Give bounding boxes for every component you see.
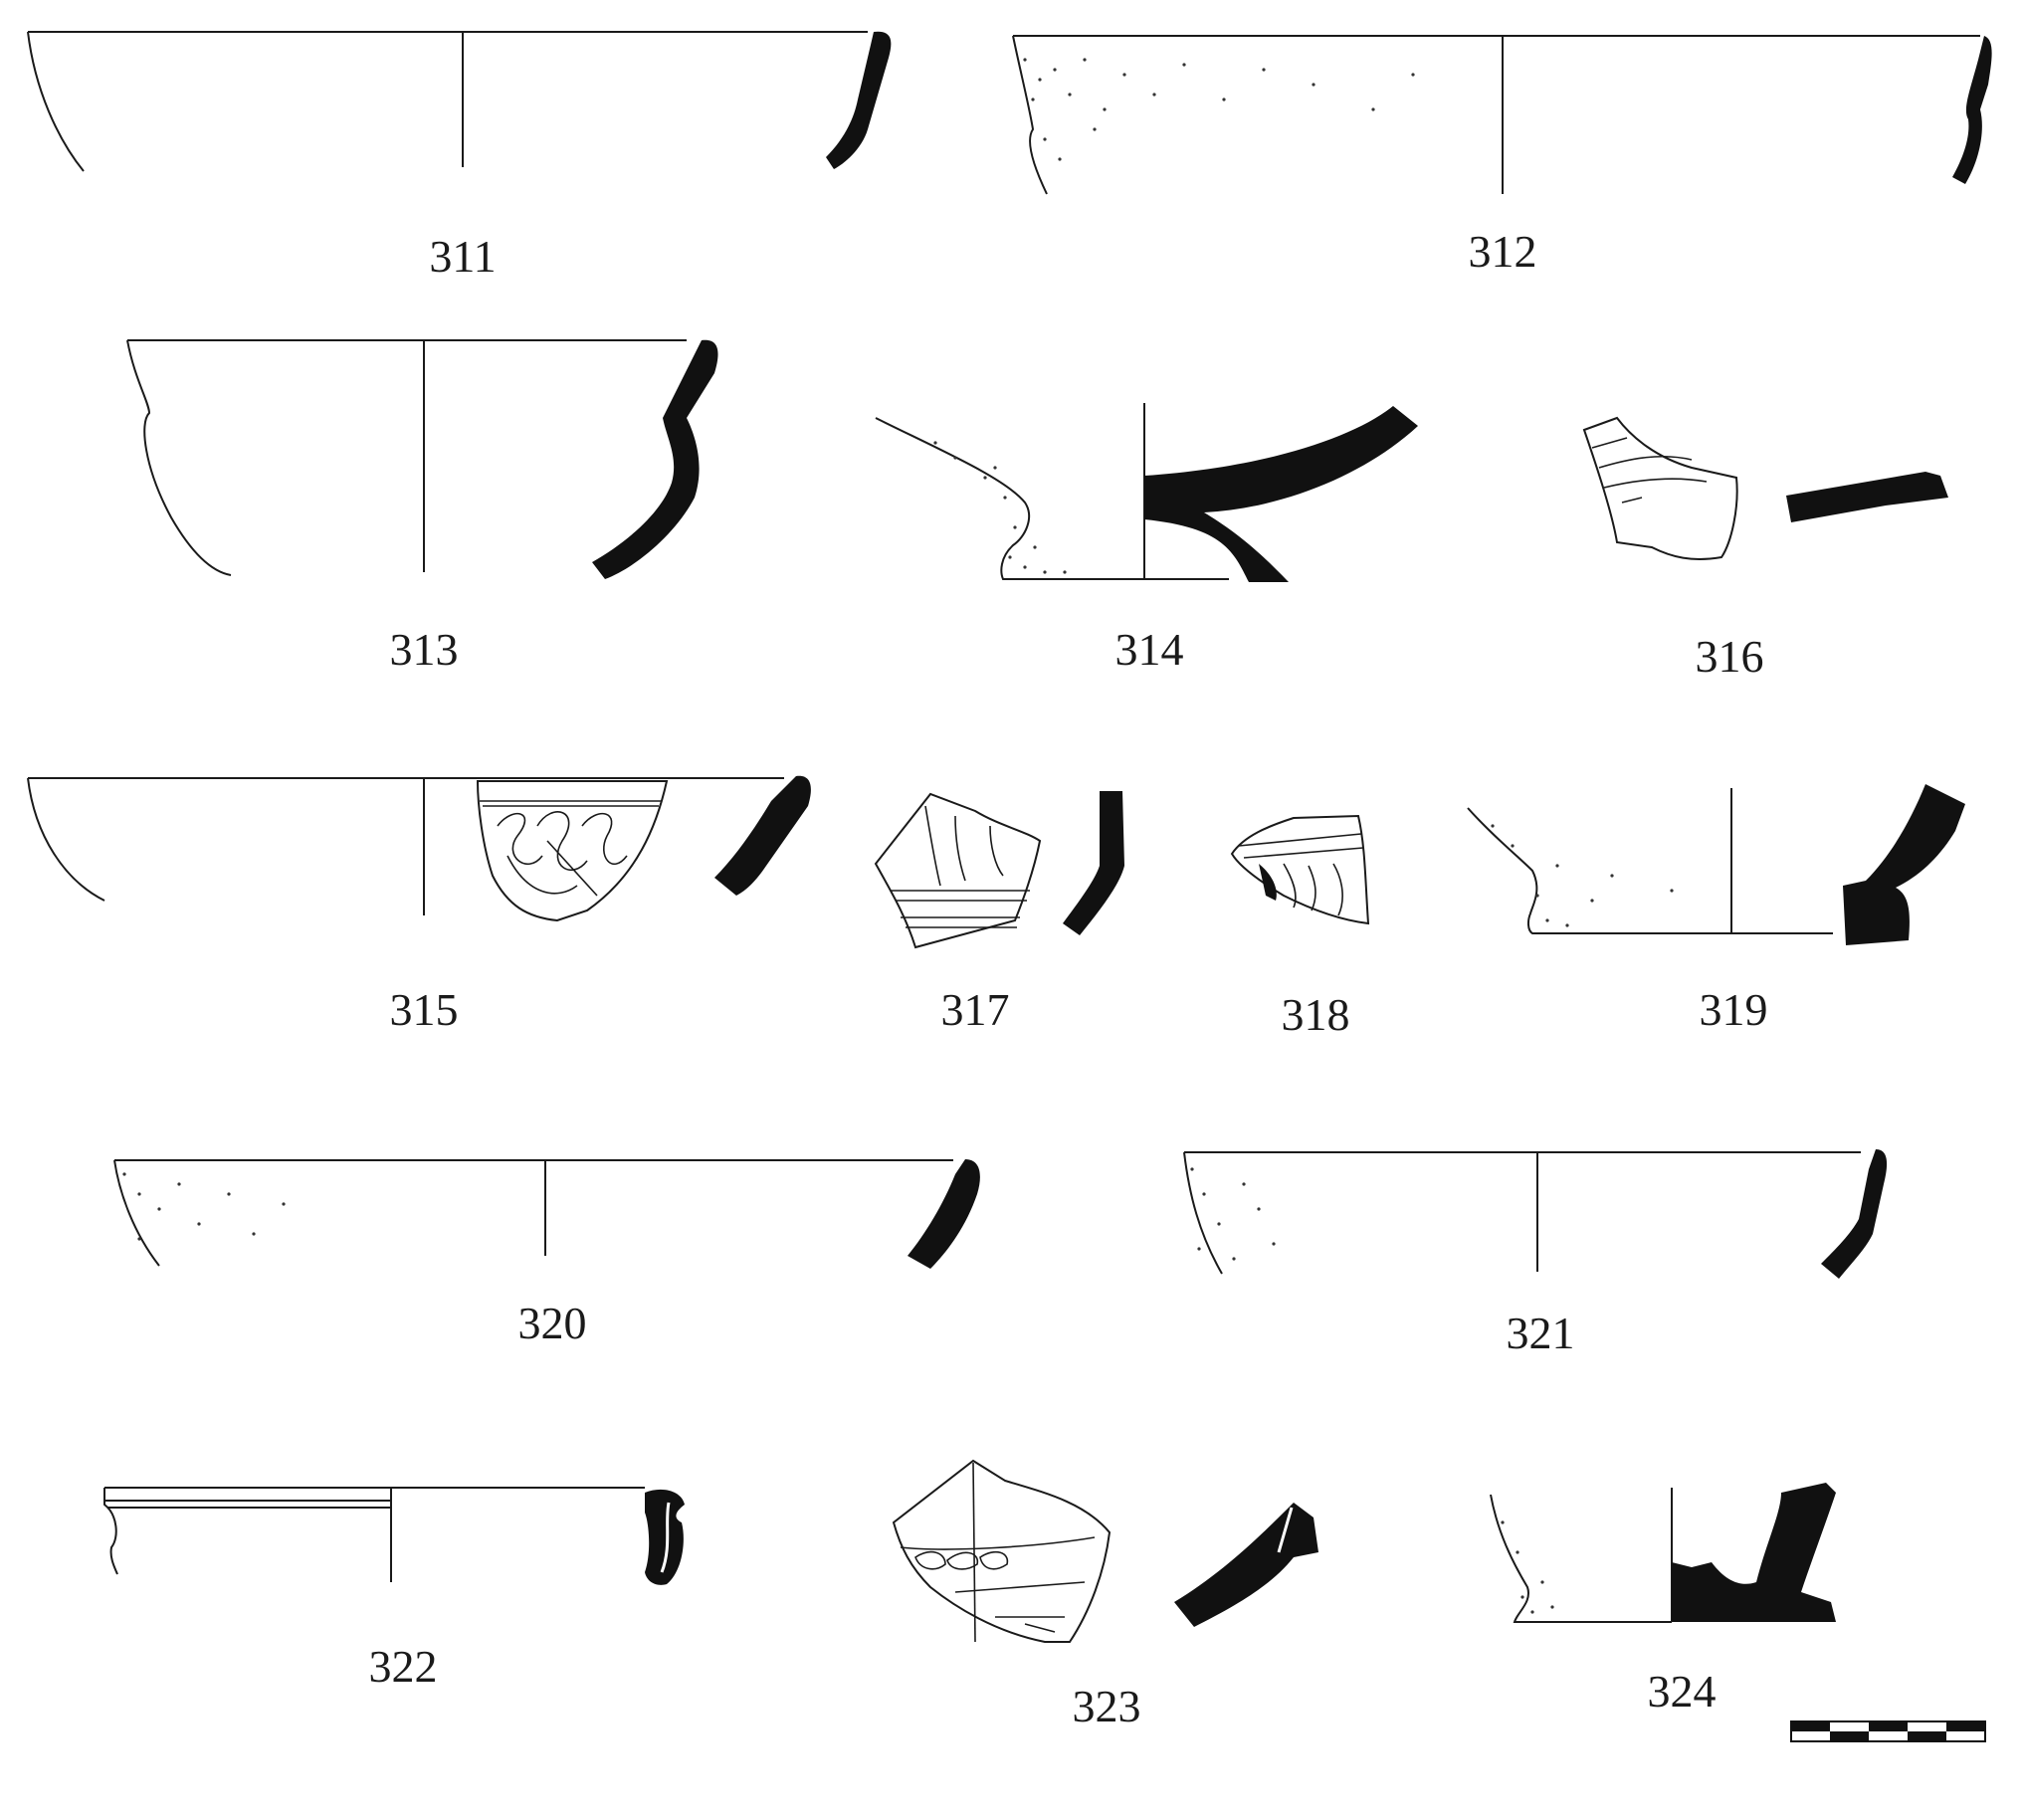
- label-314: 314: [1115, 624, 1184, 675]
- label-321: 321: [1507, 1308, 1575, 1358]
- sherd-315: 315: [27, 775, 811, 1035]
- label-311: 311: [429, 231, 496, 282]
- sherd-321: 321: [1183, 1149, 1888, 1358]
- fragment-318: [1230, 814, 1370, 925]
- section-319: [1843, 784, 1965, 945]
- fragment-317: [874, 792, 1042, 949]
- sherd-320: 320: [113, 1159, 980, 1348]
- stipple-314: [933, 441, 1067, 574]
- label-312: 312: [1469, 226, 1537, 277]
- sherd-316: 316: [1582, 416, 1948, 682]
- stipple-319: [1491, 824, 1674, 927]
- section-323: [1174, 1503, 1318, 1627]
- sherd-314: 314: [875, 403, 1418, 675]
- section-315: [714, 775, 811, 896]
- label-323: 323: [1073, 1681, 1141, 1731]
- section-317: [1063, 791, 1124, 935]
- label-319: 319: [1700, 984, 1768, 1035]
- label-317: 317: [941, 984, 1010, 1035]
- label-324: 324: [1648, 1666, 1717, 1717]
- sherd-319: 319: [1467, 784, 1965, 1035]
- sherd-318: 318: [1230, 814, 1370, 1040]
- sherd-313: 313: [126, 339, 718, 675]
- sherd-324: 324: [1490, 1483, 1836, 1717]
- sherd-317: 317: [874, 791, 1124, 1035]
- label-322: 322: [369, 1641, 438, 1692]
- label-316: 316: [1696, 631, 1764, 682]
- sherd-312: 312: [1012, 35, 1992, 277]
- section-314: [1144, 406, 1418, 582]
- label-315: 315: [390, 984, 459, 1035]
- label-313: 313: [390, 624, 459, 675]
- sherd-311: 311: [27, 31, 892, 282]
- fragment-323: [892, 1459, 1112, 1643]
- decorated-fragment-315: [476, 780, 669, 922]
- section-322: [645, 1489, 685, 1585]
- section-324: [1672, 1483, 1836, 1622]
- fragment-316: [1582, 416, 1738, 560]
- stipple-324: [1501, 1520, 1554, 1614]
- section-320: [908, 1159, 980, 1269]
- sherd-322: 322: [103, 1487, 685, 1692]
- stipple-320: [122, 1172, 286, 1241]
- scale-bar: [1790, 1720, 1986, 1742]
- section-316: [1786, 472, 1948, 522]
- section-313: [592, 339, 718, 579]
- stipple-321: [1190, 1167, 1276, 1261]
- sherd-323: 323: [892, 1459, 1318, 1731]
- label-318: 318: [1282, 989, 1350, 1040]
- label-320: 320: [518, 1298, 587, 1348]
- section-321: [1821, 1149, 1888, 1279]
- stipple-312: [1023, 58, 1415, 161]
- section-311: [826, 31, 892, 169]
- section-312: [1952, 36, 1992, 184]
